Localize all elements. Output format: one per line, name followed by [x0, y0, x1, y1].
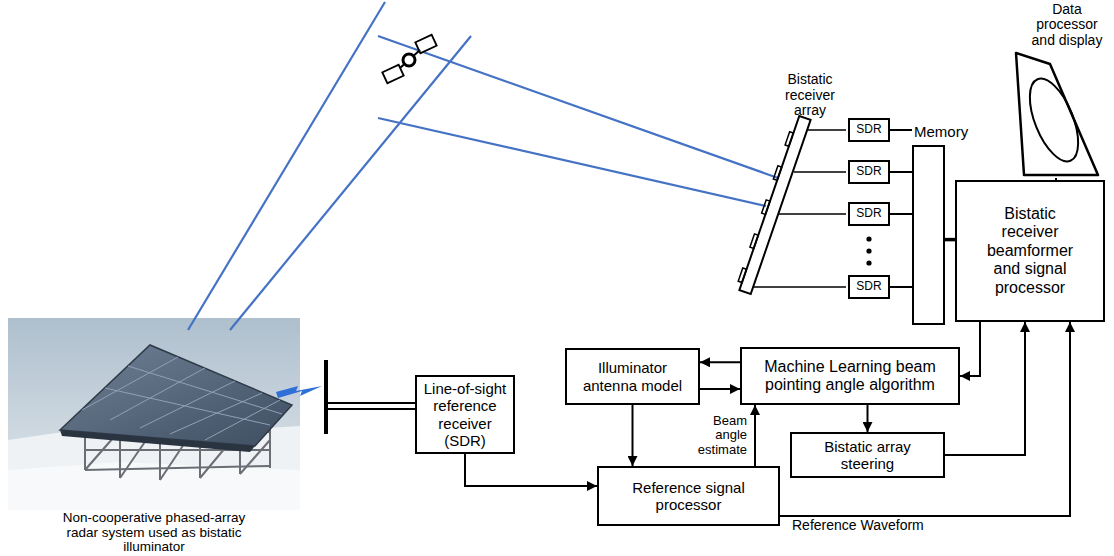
node-text: Line-of-sight reference receiver (SDR): [423, 380, 507, 449]
beam-lines: [188, 2, 778, 330]
connector: [700, 388, 740, 390]
sdr-box: SDR: [848, 202, 890, 226]
memory-box: Memory: [912, 145, 945, 325]
sdr-box: SDR: [848, 118, 890, 142]
process-box: Machine Learning beam pointing angle alg…: [740, 347, 960, 405]
node-text: Bistatic receiver beamformer and signal …: [974, 205, 1086, 297]
photo-snow: [8, 462, 300, 510]
edge-label: Beam angle estimate: [689, 414, 747, 458]
node-text: SDR: [856, 207, 881, 221]
sdr-box: SDR: [848, 160, 890, 184]
node-text: Bistatic array steering: [798, 438, 937, 473]
rf-link-bolt: [276, 386, 322, 398]
radar-array-grid: [82, 357, 282, 440]
ellipsis-dots: [866, 236, 871, 265]
connector: [632, 405, 634, 466]
connector: [890, 171, 912, 173]
receiver-array: [736, 115, 811, 294]
connector: [890, 286, 912, 288]
connector: [890, 129, 912, 131]
array-wires: [754, 130, 846, 287]
radar-array-edge: [60, 430, 255, 452]
reference-antenna: [326, 360, 415, 434]
node-text: Memory: [914, 123, 968, 140]
connector: [945, 238, 955, 242]
photo-caption: Non-cooperative phased-array radar syste…: [62, 511, 246, 555]
display-dish: [1020, 72, 1088, 168]
sdr-box: SDR: [848, 275, 890, 299]
node-text: Data processor and display: [1024, 2, 1110, 48]
photo-sky: [8, 318, 300, 510]
node-text: SDR: [856, 123, 881, 137]
connector: [465, 454, 597, 486]
process-box: Bistatic receiver beamformer and signal …: [955, 180, 1105, 322]
display-icon: Data processor and display: [1010, 48, 1102, 178]
connector: [867, 405, 869, 432]
radar-array-face: [60, 345, 292, 446]
edge-label: Reference Waveform: [792, 518, 924, 534]
display-outline: [1010, 48, 1102, 178]
radar-photo: [8, 318, 300, 510]
display-frame: [1016, 53, 1098, 175]
node-text: Machine Learning beam pointing angle alg…: [748, 358, 952, 395]
process-box: Reference signal processor: [597, 466, 780, 526]
satellite-icon: [382, 35, 436, 83]
connector: [700, 361, 740, 363]
node-text: SDR: [856, 165, 881, 179]
node-text: Illuminator antenna model: [573, 359, 692, 394]
process-box: Line-of-sight reference receiver (SDR): [415, 375, 515, 454]
process-box: Bistatic array steering: [790, 432, 945, 478]
node-text: Reference signal processor: [605, 479, 772, 514]
array-label: Bistatic receiver array: [768, 72, 852, 119]
connector: [890, 213, 912, 215]
connector: [960, 322, 980, 376]
connector: [754, 405, 756, 466]
process-box: Illuminator antenna model: [565, 348, 700, 405]
node-text: SDR: [856, 280, 881, 294]
